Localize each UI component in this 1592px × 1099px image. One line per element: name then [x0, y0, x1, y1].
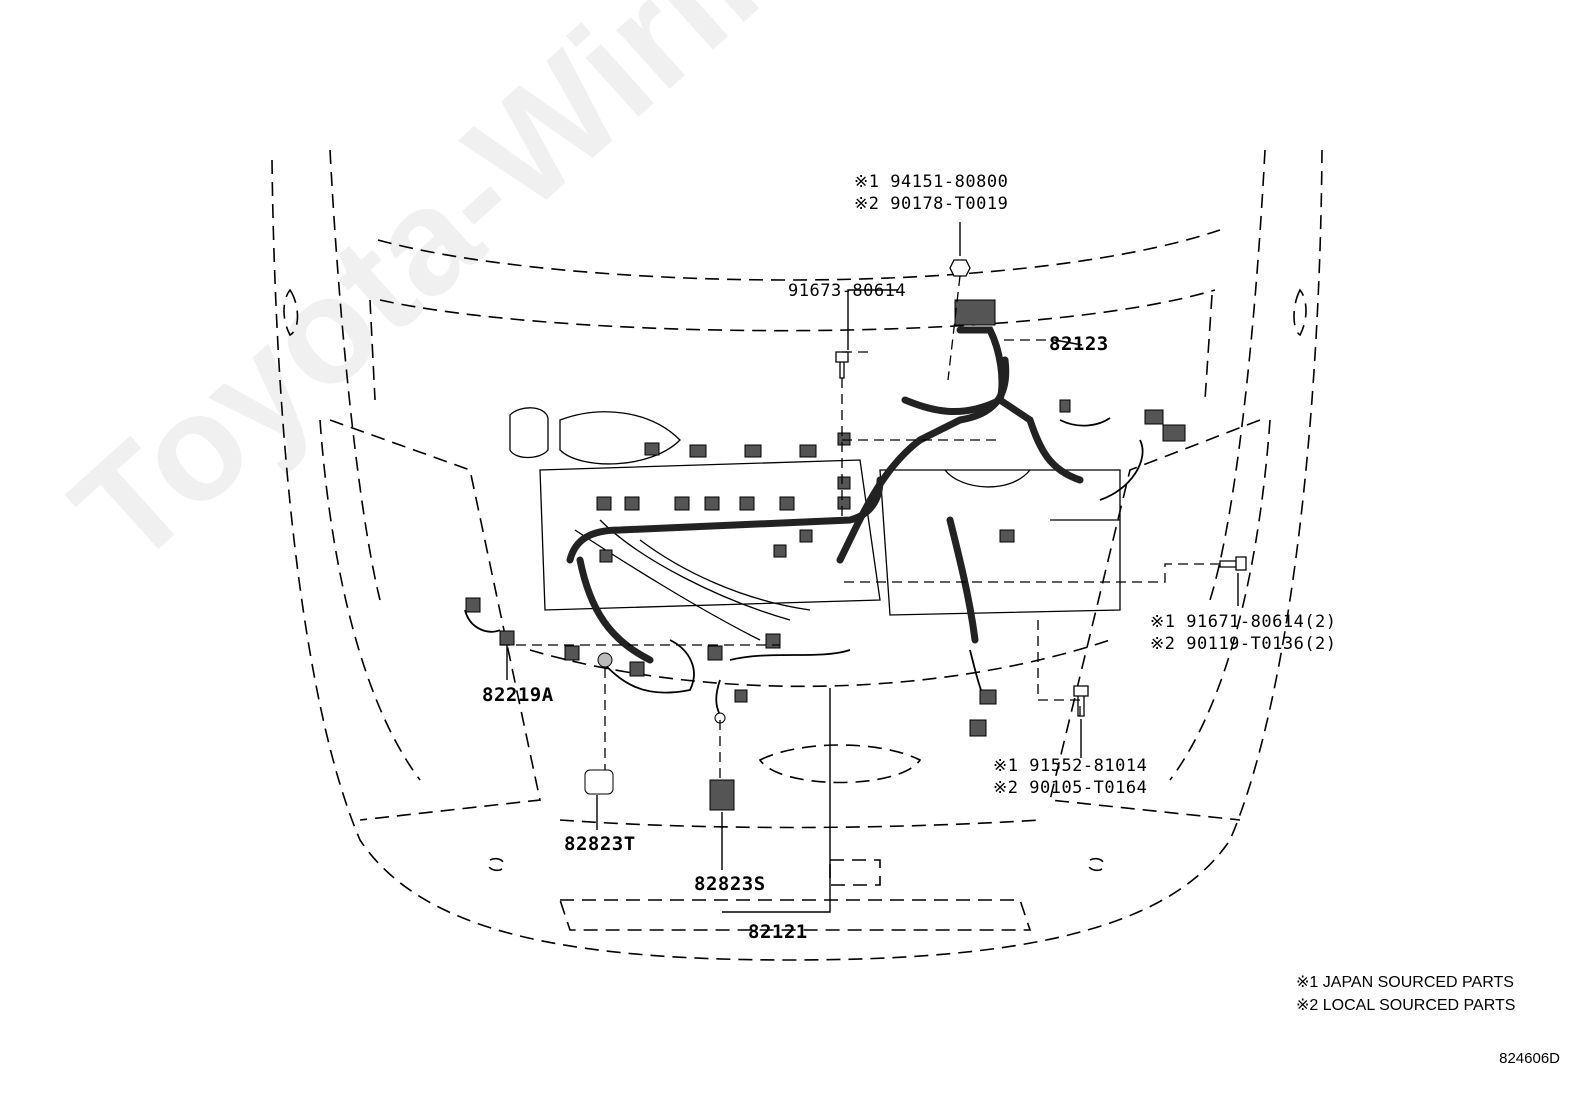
legend-text-2: LOCAL SOURCED PARTS [1322, 997, 1516, 1014]
label-94151: ※1 94151-80800 [854, 172, 1008, 192]
label-82219A: 82219A [482, 685, 554, 705]
legend-local-sourced: ※2 LOCAL SOURCED PARTS [1296, 995, 1515, 1017]
legend-japan-sourced: ※1 JAPAN SOURCED PARTS [1296, 972, 1514, 994]
partno-82219A: 82219A [482, 684, 554, 706]
car-body-outline [271, 149, 1323, 961]
legend-text-1: JAPAN SOURCED PARTS [1322, 974, 1514, 991]
label-91673: 91673-80614 [788, 281, 906, 301]
leader-lines [500, 275, 1220, 778]
label-90178: ※2 90178-T0019 [854, 194, 1008, 214]
label-91552: ※1 91552-81014 [993, 756, 1147, 776]
label-82123: 82123 [1049, 334, 1109, 354]
legend-mark-1: ※1 [1296, 974, 1319, 991]
connectors [465, 299, 1186, 811]
partno-82823T: 82823T [564, 833, 636, 855]
partno-91671: 91671-80614(2) [1186, 612, 1337, 632]
partno-82123: 82123 [1049, 333, 1109, 355]
harness-branches [464, 417, 1144, 716]
mark-94151: ※1 [854, 172, 880, 192]
partno-82121: 82121 [748, 921, 808, 943]
partno-91552: 91552-81014 [1029, 756, 1148, 776]
mark-91671: ※1 [1150, 612, 1176, 632]
legend-mark-2: ※2 [1296, 997, 1319, 1014]
mark-90105: ※2 [993, 778, 1019, 798]
label-82823T: 82823T [564, 834, 636, 854]
diagram-id: 824606D [1499, 1050, 1560, 1067]
mark-90119: ※2 [1150, 634, 1176, 654]
mark-91552: ※1 [993, 756, 1019, 776]
mark-90178: ※2 [854, 194, 880, 214]
partno-82823S: 82823S [694, 873, 766, 895]
partno-90119: 90119-T0136(2) [1186, 634, 1337, 654]
label-82121: 82121 [748, 922, 808, 942]
label-82823S: 82823S [694, 874, 766, 894]
partno-91673: 91673-80614 [788, 281, 907, 301]
label-90119: ※2 90119-T0136(2) [1150, 634, 1337, 654]
partno-90105: 90105-T0164 [1029, 778, 1148, 798]
engine-block [509, 407, 1121, 641]
label-90105: ※2 90105-T0164 [993, 778, 1147, 798]
wiring-harness [566, 326, 1084, 664]
partno-90178: 90178-T0019 [890, 194, 1009, 214]
label-leaders [506, 222, 1239, 913]
label-91671: ※1 91671-80614(2) [1150, 612, 1337, 632]
partno-94151: 94151-80800 [890, 172, 1009, 192]
